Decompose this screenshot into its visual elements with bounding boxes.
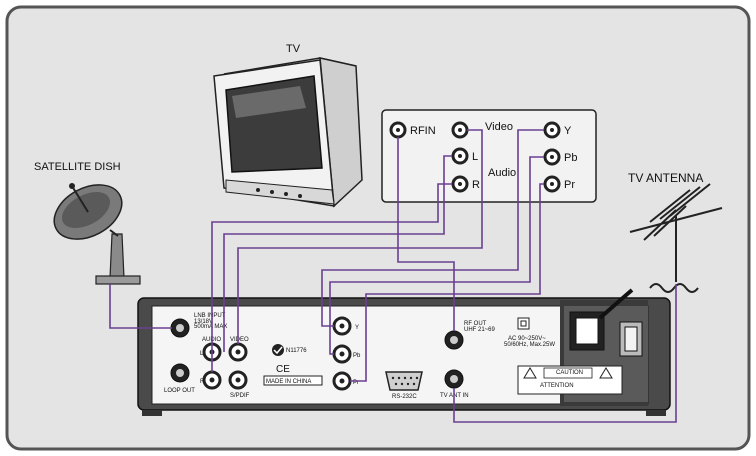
receiver-pr-label: Pr (353, 380, 359, 386)
tv-illustration (213, 57, 363, 208)
rf-out-sub-label: UHF 21~69 (464, 327, 496, 333)
lnb-spec-2: 500mA MAX (194, 324, 227, 330)
receiver-pb-label: Pb (353, 353, 361, 359)
pr-cable (350, 183, 544, 382)
receiver-jacks (170, 316, 464, 391)
caution-label-area (517, 365, 623, 395)
tv-connector-panel (381, 109, 597, 203)
loop-out-label: LOOP OUT (164, 388, 195, 394)
attention-text: ATTENTION (540, 383, 574, 389)
tv-pr-label: Pr (564, 179, 575, 191)
pb-cable (329, 156, 544, 355)
double-insulation-icon (517, 317, 530, 330)
audio-r-cable (211, 183, 452, 372)
caution-text: CAUTION (556, 370, 583, 376)
tv-y-label: Y (564, 125, 572, 137)
warning-triangle-icon (523, 367, 537, 379)
tv-label: TV (286, 43, 301, 55)
warning-triangle-icon (599, 367, 613, 379)
tv-pb-label: Pb (564, 152, 577, 164)
receiver-video-label: VIDEO (230, 337, 249, 343)
power-rating-2: 50/60Hz, Max.25W (504, 342, 555, 348)
made-in-label: MADE IN CHINA (266, 379, 311, 385)
satellite-cable (109, 284, 172, 329)
rs232c-label: RS-232C (392, 394, 417, 400)
certification-tick-icon (272, 344, 284, 356)
rfin-label: RFIN (410, 125, 436, 137)
tv-r-label: R (472, 179, 480, 191)
cable-routes (109, 129, 677, 423)
satellite-dish-illustration (53, 183, 141, 285)
power-rating-1: AC 90~250V~ (508, 336, 546, 342)
power-cord (598, 288, 634, 320)
ce-mark: CE (276, 364, 290, 375)
certification-marks (263, 344, 323, 386)
satellite-dish-label: SATELLITE DISH (34, 161, 121, 173)
receiver-l-label: L (200, 351, 204, 357)
receiver-r-label: R (200, 379, 205, 385)
tv-panel-jacks (389, 121, 561, 193)
tv-audio-label: Audio (488, 167, 516, 179)
rf-cable (397, 137, 455, 331)
audio-l-cable (223, 155, 452, 352)
antenna-cable (453, 284, 677, 423)
rf-out-label: RF OUT (464, 321, 487, 327)
video-cable (237, 129, 483, 344)
rs232c-port (385, 371, 423, 391)
tv-video-label: Video (485, 121, 513, 133)
cert-code: N11776 (286, 348, 307, 354)
tv-antenna-illustration (629, 183, 723, 293)
lnb-spec-1: 13/18V (194, 319, 213, 325)
tv-antenna-label: TV ANTENNA (628, 171, 703, 185)
receiver-y-label: Y (355, 325, 359, 331)
lnb-input-label: LNB INPUT (194, 313, 226, 319)
spdif-label: S/PDIF (230, 393, 250, 399)
tv-l-label: L (472, 151, 478, 163)
y-cable (321, 129, 544, 327)
